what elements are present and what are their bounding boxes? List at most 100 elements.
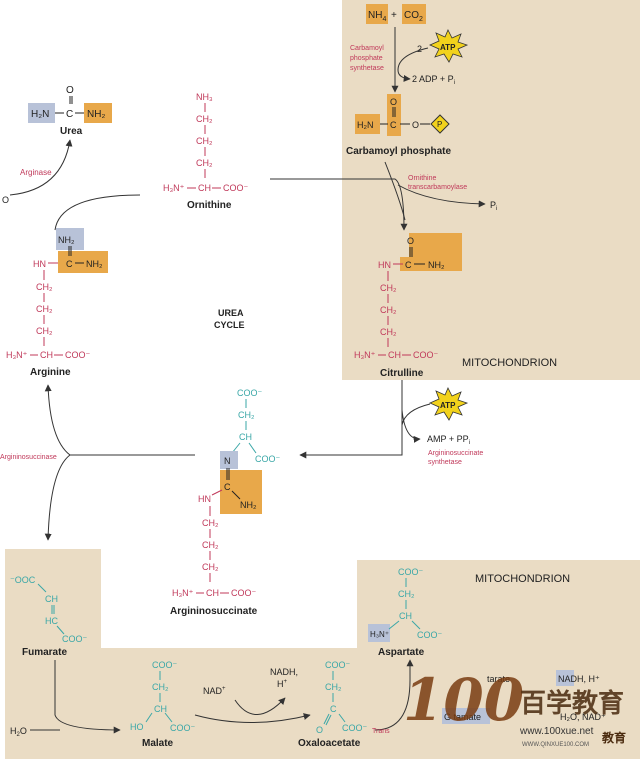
- cp-nh2-box: [355, 114, 380, 134]
- arg-c-box: [58, 251, 108, 273]
- svg-text:HN: HN: [198, 494, 211, 504]
- svg-text:HN: HN: [378, 260, 391, 270]
- svg-text:CH₂: CH₂: [238, 410, 255, 420]
- atp-label-1: ATP: [440, 43, 456, 52]
- as-n-box: [220, 451, 238, 469]
- amp-label: AMP + PPi: [427, 434, 470, 446]
- arginase-label: Arginase: [20, 168, 52, 177]
- svg-text:CH₂: CH₂: [36, 326, 53, 336]
- svg-text:CH₂: CH₂: [196, 158, 213, 168]
- fragment-glutamate-box: [442, 708, 490, 724]
- svg-text:CH₂: CH₂: [202, 562, 219, 572]
- arg-nh2-top: NH₂: [58, 235, 75, 245]
- asp-h3n-box: [368, 624, 390, 642]
- water-bottom: H2O: [10, 726, 27, 738]
- svg-text:CH: CH: [206, 588, 219, 598]
- cp-o: O: [412, 120, 419, 130]
- phosphate-diamond: [430, 114, 450, 134]
- as-n: N: [224, 456, 231, 466]
- urea-c: C: [66, 109, 73, 120]
- urea-label: Urea: [60, 126, 83, 137]
- cit-o: O: [407, 236, 414, 246]
- svg-text:CH₂: CH₂: [36, 282, 53, 292]
- svg-text:H₃N⁺: H₃N⁺: [6, 350, 28, 360]
- as-c: C: [224, 482, 231, 492]
- svg-text:COO⁻: COO⁻: [231, 588, 257, 598]
- citrulline-label: Citrulline: [380, 368, 424, 379]
- svg-text:CH₂: CH₂: [152, 682, 169, 692]
- fragment-nadh: NADH, H⁺: [558, 674, 600, 684]
- fragment-nh-box: [556, 670, 574, 686]
- aspartate-structure: COO⁻ CH₂ CH COO⁻: [388, 567, 443, 640]
- otc-enzyme-label: Ornithine transcarbamoylase: [408, 175, 467, 191]
- svg-text:COO⁻: COO⁻: [152, 660, 178, 670]
- svg-text:www.100xue.net: www.100xue.net: [519, 726, 594, 737]
- svg-text:HO: HO: [130, 722, 144, 732]
- svg-text:COO⁻: COO⁻: [65, 350, 91, 360]
- svg-text:CH: CH: [388, 350, 401, 360]
- svg-text:COO⁻: COO⁻: [398, 567, 424, 577]
- svg-text:synthetase: synthetase: [428, 459, 462, 466]
- svg-text:NH₃: NH₃: [196, 92, 213, 102]
- svg-text:HC: HC: [45, 616, 58, 626]
- svg-text:CH: CH: [45, 594, 58, 604]
- svg-text:CH₂: CH₂: [380, 283, 397, 293]
- svg-text:CH₂: CH₂: [202, 518, 219, 528]
- atp-starburst-1: [429, 29, 469, 63]
- plus-sign: +: [391, 10, 397, 21]
- ornithine-structure: NH₃ CH₂ CH₂ CH₂ H₃N⁺ CH COO⁻: [163, 92, 249, 193]
- mitochondrion-top-panel: [342, 0, 640, 380]
- mitochondrion-bottom-label: MITOCHONDRION: [475, 573, 570, 585]
- nadh-label: NADH,: [270, 667, 298, 677]
- fragment-tarate: tarate: [487, 674, 510, 684]
- argininosuccinate-backbone: HN CH₂ CH₂ CH₂ H₃N⁺ CH COO⁻: [172, 489, 257, 598]
- svg-text:CH: CH: [399, 611, 412, 621]
- svg-text:CH: CH: [198, 183, 211, 193]
- fumarate-label: Fumarate: [22, 647, 67, 658]
- cit-nh2: NH₂: [428, 260, 445, 270]
- svg-text:COO⁻: COO⁻: [255, 454, 281, 464]
- arg-c: C: [66, 259, 73, 269]
- water-left: O: [2, 195, 9, 205]
- svg-text:C: C: [330, 704, 337, 714]
- svg-text:CH: CH: [154, 704, 167, 714]
- svg-text:CH₂: CH₂: [398, 589, 415, 599]
- svg-text:百学教育: 百学教育: [520, 688, 624, 719]
- nh4-box: [366, 4, 388, 24]
- svg-text:CH₂: CH₂: [36, 304, 53, 314]
- svg-text:synthetase: synthetase: [350, 65, 384, 72]
- watermark-logo: 100 百学教育 www.100xue.net WWW.QINXUE100.CO…: [403, 666, 626, 748]
- svg-text:H₃N⁺: H₃N⁺: [354, 350, 376, 360]
- svg-text:transcarbamoylase: transcarbamoylase: [408, 184, 467, 191]
- svg-text:Ornithine: Ornithine: [408, 175, 437, 182]
- svg-text:CH: CH: [40, 350, 53, 360]
- svg-text:COO⁻: COO⁻: [223, 183, 249, 193]
- svg-text:Carbamoyl: Carbamoyl: [350, 45, 384, 52]
- oxaloacetate-structure: COO⁻ CH₂ C O COO⁻: [316, 660, 368, 735]
- svg-text:WWW.QINXUE100.COM: WWW.QINXUE100.COM: [522, 742, 589, 748]
- atp-count: 2: [417, 44, 422, 54]
- oxaloacetate-label: Oxaloacetate: [298, 738, 361, 749]
- malate-label: Malate: [142, 738, 174, 749]
- mitochondrion-top-label: MITOCHONDRION: [462, 357, 557, 369]
- svg-text:COO⁻: COO⁻: [170, 723, 196, 733]
- svg-text:Argininosuccinate: Argininosuccinate: [428, 450, 483, 457]
- fragment-glutamate: G tamate: [444, 712, 481, 722]
- svg-text:CH₂: CH₂: [380, 327, 397, 337]
- cp-c-box: [387, 94, 401, 136]
- trans-enzyme-label: Trans: [372, 728, 390, 735]
- mitochondrion-bottom-panel: [5, 549, 640, 759]
- svg-text:CH₂: CH₂: [380, 305, 397, 315]
- cps-enzyme-label: Carbamoyl phosphate synthetase: [350, 45, 384, 72]
- asl-enzyme-label: Argininosuccinase: [0, 454, 57, 461]
- arg-nh2: NH₂: [86, 259, 103, 269]
- ass-enzyme-label: Argininosuccinate synthetase: [428, 450, 483, 466]
- svg-text:教育: 教育: [601, 730, 626, 745]
- svg-text:100: 100: [403, 666, 524, 734]
- co2-box: [402, 4, 426, 24]
- pi-otc: Pi: [490, 200, 497, 212]
- cp-o-top: O: [390, 97, 397, 107]
- svg-text:COO⁻: COO⁻: [325, 660, 351, 670]
- aspartate-label: Aspartate: [378, 647, 425, 658]
